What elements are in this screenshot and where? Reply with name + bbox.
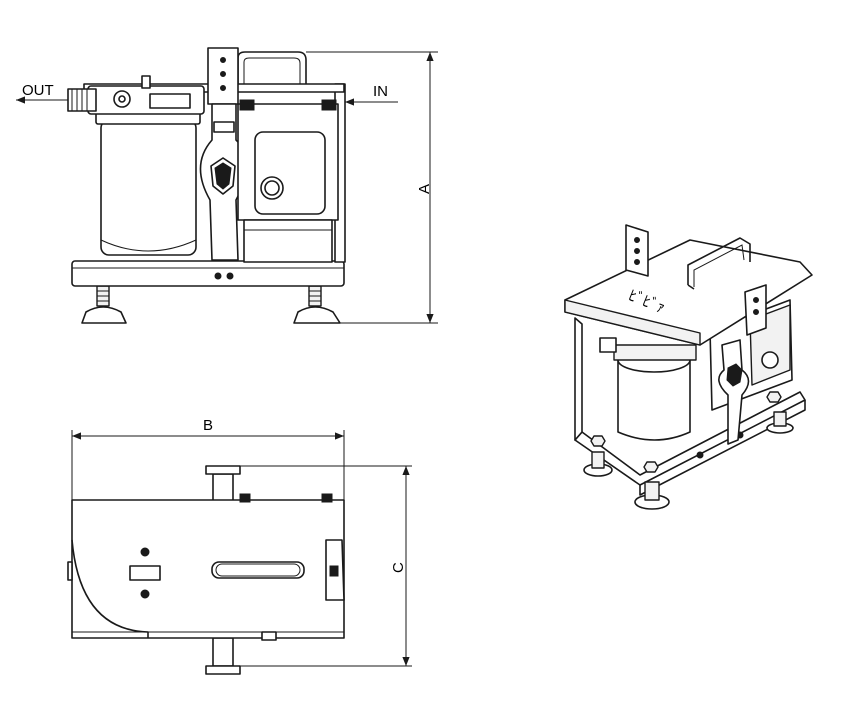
leveling-foot-left [81, 285, 127, 324]
front-view: OUT IN A [16, 47, 438, 324]
leveling-foot-right [293, 285, 341, 324]
top-view: B C [67, 417, 412, 675]
in-label: IN [373, 83, 388, 100]
pump-housing [237, 99, 339, 263]
dimension-a: A [306, 51, 438, 324]
dimension-b: B [71, 417, 345, 500]
out-label: OUT [22, 82, 54, 99]
mount-bracket [207, 47, 239, 105]
dimension-c: C [240, 465, 412, 667]
shield-arm [199, 103, 248, 261]
dimension-b-label: B [203, 417, 213, 434]
isometric-view: ﾋﾞﾋﾞｧ [564, 224, 813, 510]
dimension-c-label: C [390, 562, 407, 573]
dimension-a-label: A [416, 184, 433, 194]
filter-head [67, 75, 205, 115]
base-plate [71, 260, 345, 287]
filter-canister [95, 111, 201, 256]
